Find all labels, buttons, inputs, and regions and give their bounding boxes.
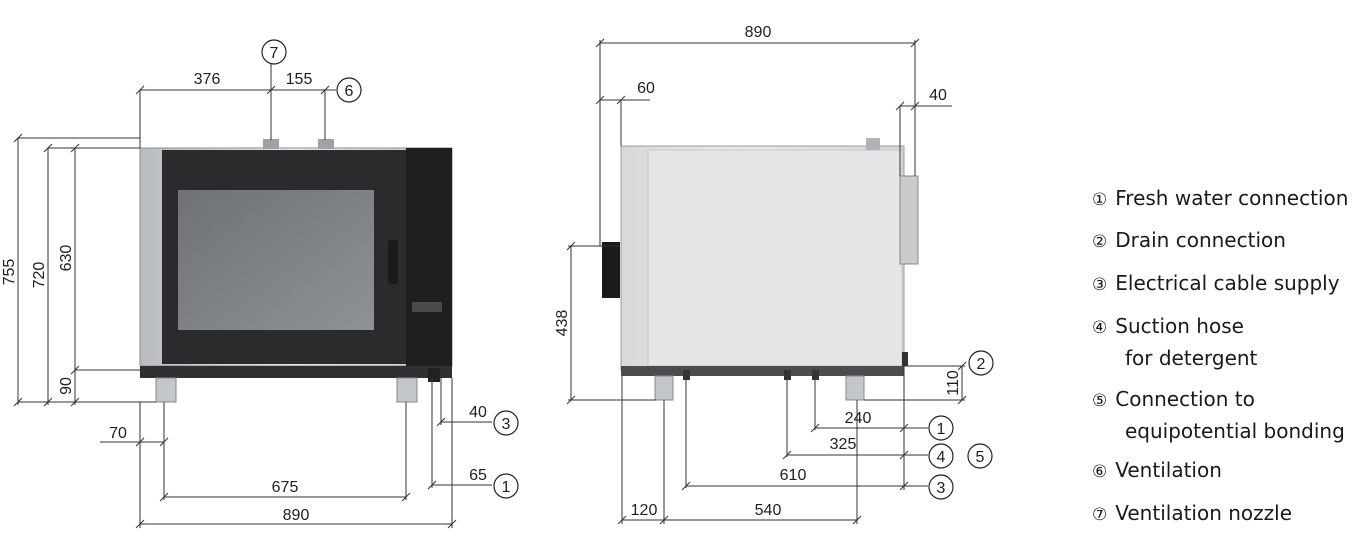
legend-label: Drain connection <box>1115 228 1286 252</box>
legend-num: ④ <box>1092 318 1108 338</box>
legend-item-suction-hose: ④ Suction hose for detergent <box>1092 311 1257 373</box>
front-view: 376 155 755 720 630 90 70 40 65 675 890 … <box>1 39 519 529</box>
dim-front-755: 755 <box>1 259 18 286</box>
side-view: 890 60 40 438 110 240 325 610 120 540 2 … <box>554 24 994 525</box>
legend-label: Suction hose <box>1115 314 1244 338</box>
dim-front-376: 376 <box>194 71 221 88</box>
dim-side-890: 890 <box>745 24 772 41</box>
callout-6: 6 <box>345 83 354 100</box>
legend-item-electrical: ③ Electrical cable supply <box>1092 268 1340 300</box>
legend-label: Ventilation nozzle <box>1115 501 1293 525</box>
callout-1-front: 1 <box>502 479 511 496</box>
dim-front-70: 70 <box>109 425 127 442</box>
legend-label: Fresh water connection <box>1115 186 1349 210</box>
legend-num: ② <box>1092 232 1108 252</box>
legend-num: ⑥ <box>1092 462 1108 482</box>
legend-num: ⑤ <box>1092 391 1108 411</box>
side-oven-illustration <box>602 138 919 401</box>
dim-side-110: 110 <box>945 370 962 396</box>
dim-front-155: 155 <box>286 71 313 88</box>
dim-side-610: 610 <box>780 467 807 484</box>
legend-label: Connection to <box>1115 387 1255 411</box>
dim-front-720: 720 <box>31 262 48 289</box>
dim-side-240: 240 <box>845 410 872 427</box>
legend-label: Electrical cable supply <box>1115 271 1340 295</box>
legend-item-ventilation-nozzle: ⑦ Ventilation nozzle <box>1092 498 1292 530</box>
callout-1-side: 1 <box>937 421 946 438</box>
legend-item-drain: ② Drain connection <box>1092 225 1286 257</box>
callout-3-front: 3 <box>502 416 511 433</box>
callout-2: 2 <box>977 356 986 373</box>
dim-side-60: 60 <box>637 80 655 97</box>
dim-side-40: 40 <box>929 87 947 104</box>
legend-num: ⑦ <box>1092 505 1108 525</box>
dim-front-65: 65 <box>469 467 487 484</box>
callout-5: 5 <box>976 449 985 466</box>
dim-front-630: 630 <box>58 245 75 272</box>
callout-4: 4 <box>937 449 946 466</box>
dim-side-540: 540 <box>755 502 782 519</box>
dim-side-120: 120 <box>631 502 658 519</box>
dim-front-40: 40 <box>469 404 487 421</box>
legend-item-ventilation: ⑥ Ventilation <box>1092 455 1222 487</box>
callout-3-side: 3 <box>937 480 946 497</box>
legend-label: Ventilation <box>1115 458 1222 482</box>
legend-label-line2: equipotential bonding <box>1125 419 1345 443</box>
dim-front-90: 90 <box>58 377 75 395</box>
dim-front-890: 890 <box>283 507 310 524</box>
front-oven-illustration <box>139 139 453 403</box>
legend-num: ③ <box>1092 275 1108 295</box>
legend-item-fresh-water: ① Fresh water connection <box>1092 183 1348 215</box>
callout-7: 7 <box>270 45 279 62</box>
dim-side-438: 438 <box>554 310 571 337</box>
legend-num: ① <box>1092 190 1108 210</box>
legend-label-line2: for detergent <box>1125 346 1258 370</box>
dim-side-325: 325 <box>830 436 857 453</box>
dim-front-675: 675 <box>272 479 299 496</box>
legend-item-equipotential: ⑤ Connection to equipotential bonding <box>1092 384 1345 446</box>
